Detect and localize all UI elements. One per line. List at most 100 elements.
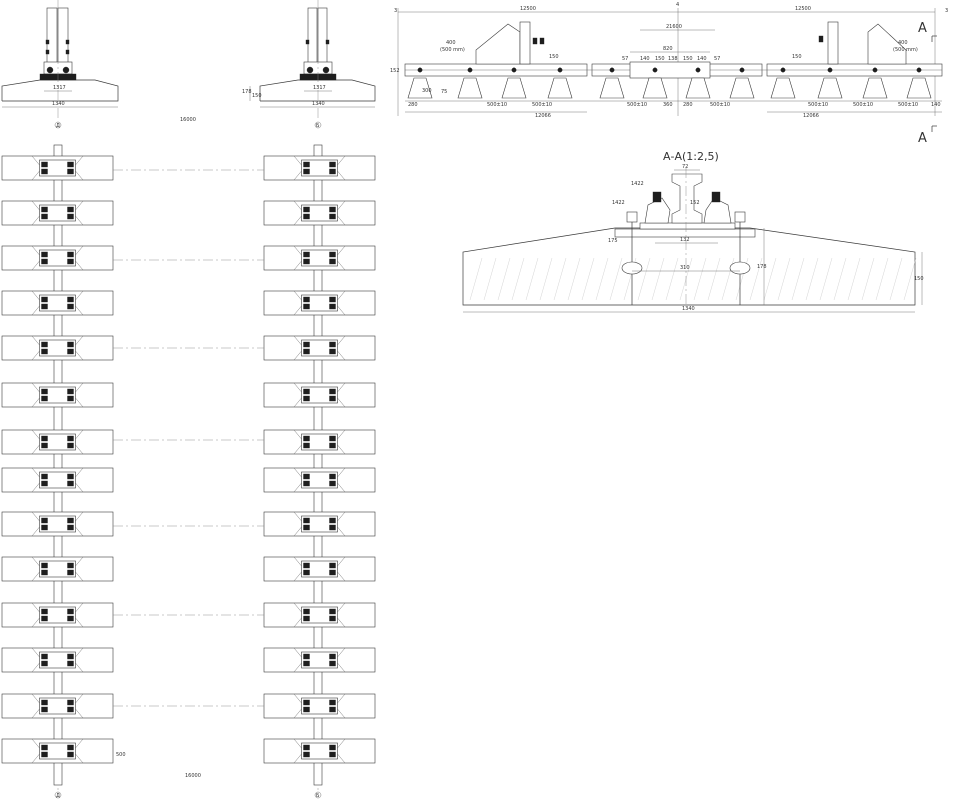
- plan-tie-right-12: [263, 693, 376, 719]
- hatch-line: [665, 257, 679, 301]
- tie-spacing-1: 500±10: [487, 102, 507, 108]
- elevation-tie-11: [906, 77, 932, 99]
- plan-tie-left-10: [1, 602, 114, 628]
- joint-dim-1: 140: [640, 56, 650, 62]
- hatch-line: [833, 257, 847, 301]
- hatch-line: [693, 257, 707, 301]
- elev-axis-mid: 4: [676, 2, 679, 8]
- length-left-dim: 12066: [535, 113, 551, 119]
- elev-span-center: 21600: [666, 24, 682, 30]
- span-bottom-label: 16000: [185, 773, 201, 779]
- rail-height-dim: 152: [390, 68, 400, 74]
- joint-dim-4: 150: [683, 56, 693, 62]
- hatch-line: [637, 257, 651, 301]
- elevation-bolt-11: [916, 67, 922, 73]
- elevation-tie-6: [685, 77, 711, 99]
- joint-dim-6: 57: [714, 56, 720, 62]
- hatch-line: [763, 257, 777, 301]
- hatch-line: [861, 257, 875, 301]
- joint-tie-spacing: 360: [663, 102, 673, 108]
- hatch-line: [553, 257, 567, 301]
- hatch-line: [777, 257, 791, 301]
- elevation-tie-0: [407, 77, 433, 99]
- tie-spacing-4: 500±10: [710, 102, 730, 108]
- plan-tie-left-7: [1, 467, 114, 493]
- tie-spacing-6: 500±10: [853, 102, 873, 108]
- plan-tie-left-0: [1, 155, 114, 181]
- elev-axis-right: 3: [945, 8, 948, 14]
- elevation-bolt-8: [780, 67, 786, 73]
- hatch-line: [511, 257, 525, 301]
- width-dim-left: 1340: [52, 101, 65, 107]
- section-aa-detail: А-А(1:2,5) 72 1422 1422 152 132 310 178: [462, 150, 924, 313]
- height-dim-150: 150: [252, 93, 262, 99]
- axis-label-left-top: Д: [56, 123, 60, 129]
- width-dim-right: 1340: [312, 101, 325, 107]
- elevation-tie-3: [547, 77, 573, 99]
- elevation-tie-9: [817, 77, 843, 99]
- hatch-line: [707, 257, 721, 301]
- plan-tie-right-11: [263, 647, 376, 673]
- hatch-line: [651, 257, 665, 301]
- plan-tie-left-11: [1, 647, 114, 673]
- bracket-left-note: (500 mm): [440, 47, 465, 53]
- elevation-bolt-0: [417, 67, 423, 73]
- dim-1422-a: 1422: [631, 181, 644, 187]
- plan-tie-left-3: [1, 290, 114, 316]
- hatch-line: [469, 257, 483, 301]
- length-right-dim: 12066: [803, 113, 819, 119]
- track-plan: 500 16000 Д Б: [1, 144, 376, 799]
- dim-top-72: 72: [682, 164, 688, 170]
- hatch-line: [847, 257, 861, 301]
- plan-tie-right-8: [263, 511, 376, 537]
- joint-dim-2: 150: [655, 56, 665, 62]
- hatch-line: [567, 257, 581, 301]
- plan-tie-right-1: [263, 200, 376, 226]
- plan-tie-right-6: [263, 429, 376, 455]
- elev-axis-left: 3: [394, 8, 397, 14]
- cross-section-left: 1317 1340 Д: [1, 0, 119, 129]
- elevation-bolt-6: [695, 67, 701, 73]
- tie-gap-dim: 500: [116, 752, 126, 758]
- elevation-bolt-9: [827, 67, 833, 73]
- plan-tie-right-7: [263, 467, 376, 493]
- section-marker-bottom: А: [918, 131, 927, 146]
- plan-tie-right-5: [263, 382, 376, 408]
- elevation-bolt-7: [739, 67, 745, 73]
- cross-section-right: 1317 178 150 1340 Б: [242, 0, 376, 129]
- dim-length-1340: 1340: [682, 306, 695, 312]
- joint-total-dim: 820: [663, 46, 673, 52]
- elevation-tie-10: [862, 77, 888, 99]
- plan-ties: [1, 155, 376, 764]
- dim-1422-b: 1422: [612, 200, 625, 206]
- span-top-label: 16000: [180, 117, 196, 123]
- hatch-line: [609, 257, 623, 301]
- elevation-tie-1: [457, 77, 483, 99]
- joint-offset: 280: [683, 102, 693, 108]
- dim-bolt-310: 310: [680, 265, 690, 271]
- edge-left2-dim: 300: [422, 88, 432, 94]
- h-small-dim: 75: [441, 89, 447, 95]
- plan-tie-right-10: [263, 602, 376, 628]
- edge-right-dim: 140: [931, 102, 941, 108]
- plan-tie-left-2: [1, 245, 114, 271]
- plan-tie-left-9: [1, 556, 114, 582]
- hatch-line: [889, 257, 903, 301]
- hatch-line: [749, 257, 763, 301]
- axis-label-left-bottom: Д: [56, 793, 60, 799]
- tie-spacing-5: 500±10: [808, 102, 828, 108]
- elevation-ties: [407, 67, 932, 99]
- hatch-line: [539, 257, 553, 301]
- tie-spacing-3: 500±10: [627, 102, 647, 108]
- axis-label-right-top: Б: [316, 123, 320, 129]
- plan-tie-right-3: [263, 290, 376, 316]
- plan-tie-right-4: [263, 335, 376, 361]
- dim-150: 150: [914, 276, 924, 282]
- plan-tie-right-9: [263, 556, 376, 582]
- tie-spacing-7: 500±10: [898, 102, 918, 108]
- dim-178: 178: [757, 264, 767, 270]
- elev-span-right: 12500: [795, 6, 811, 12]
- hatch-line: [875, 257, 889, 301]
